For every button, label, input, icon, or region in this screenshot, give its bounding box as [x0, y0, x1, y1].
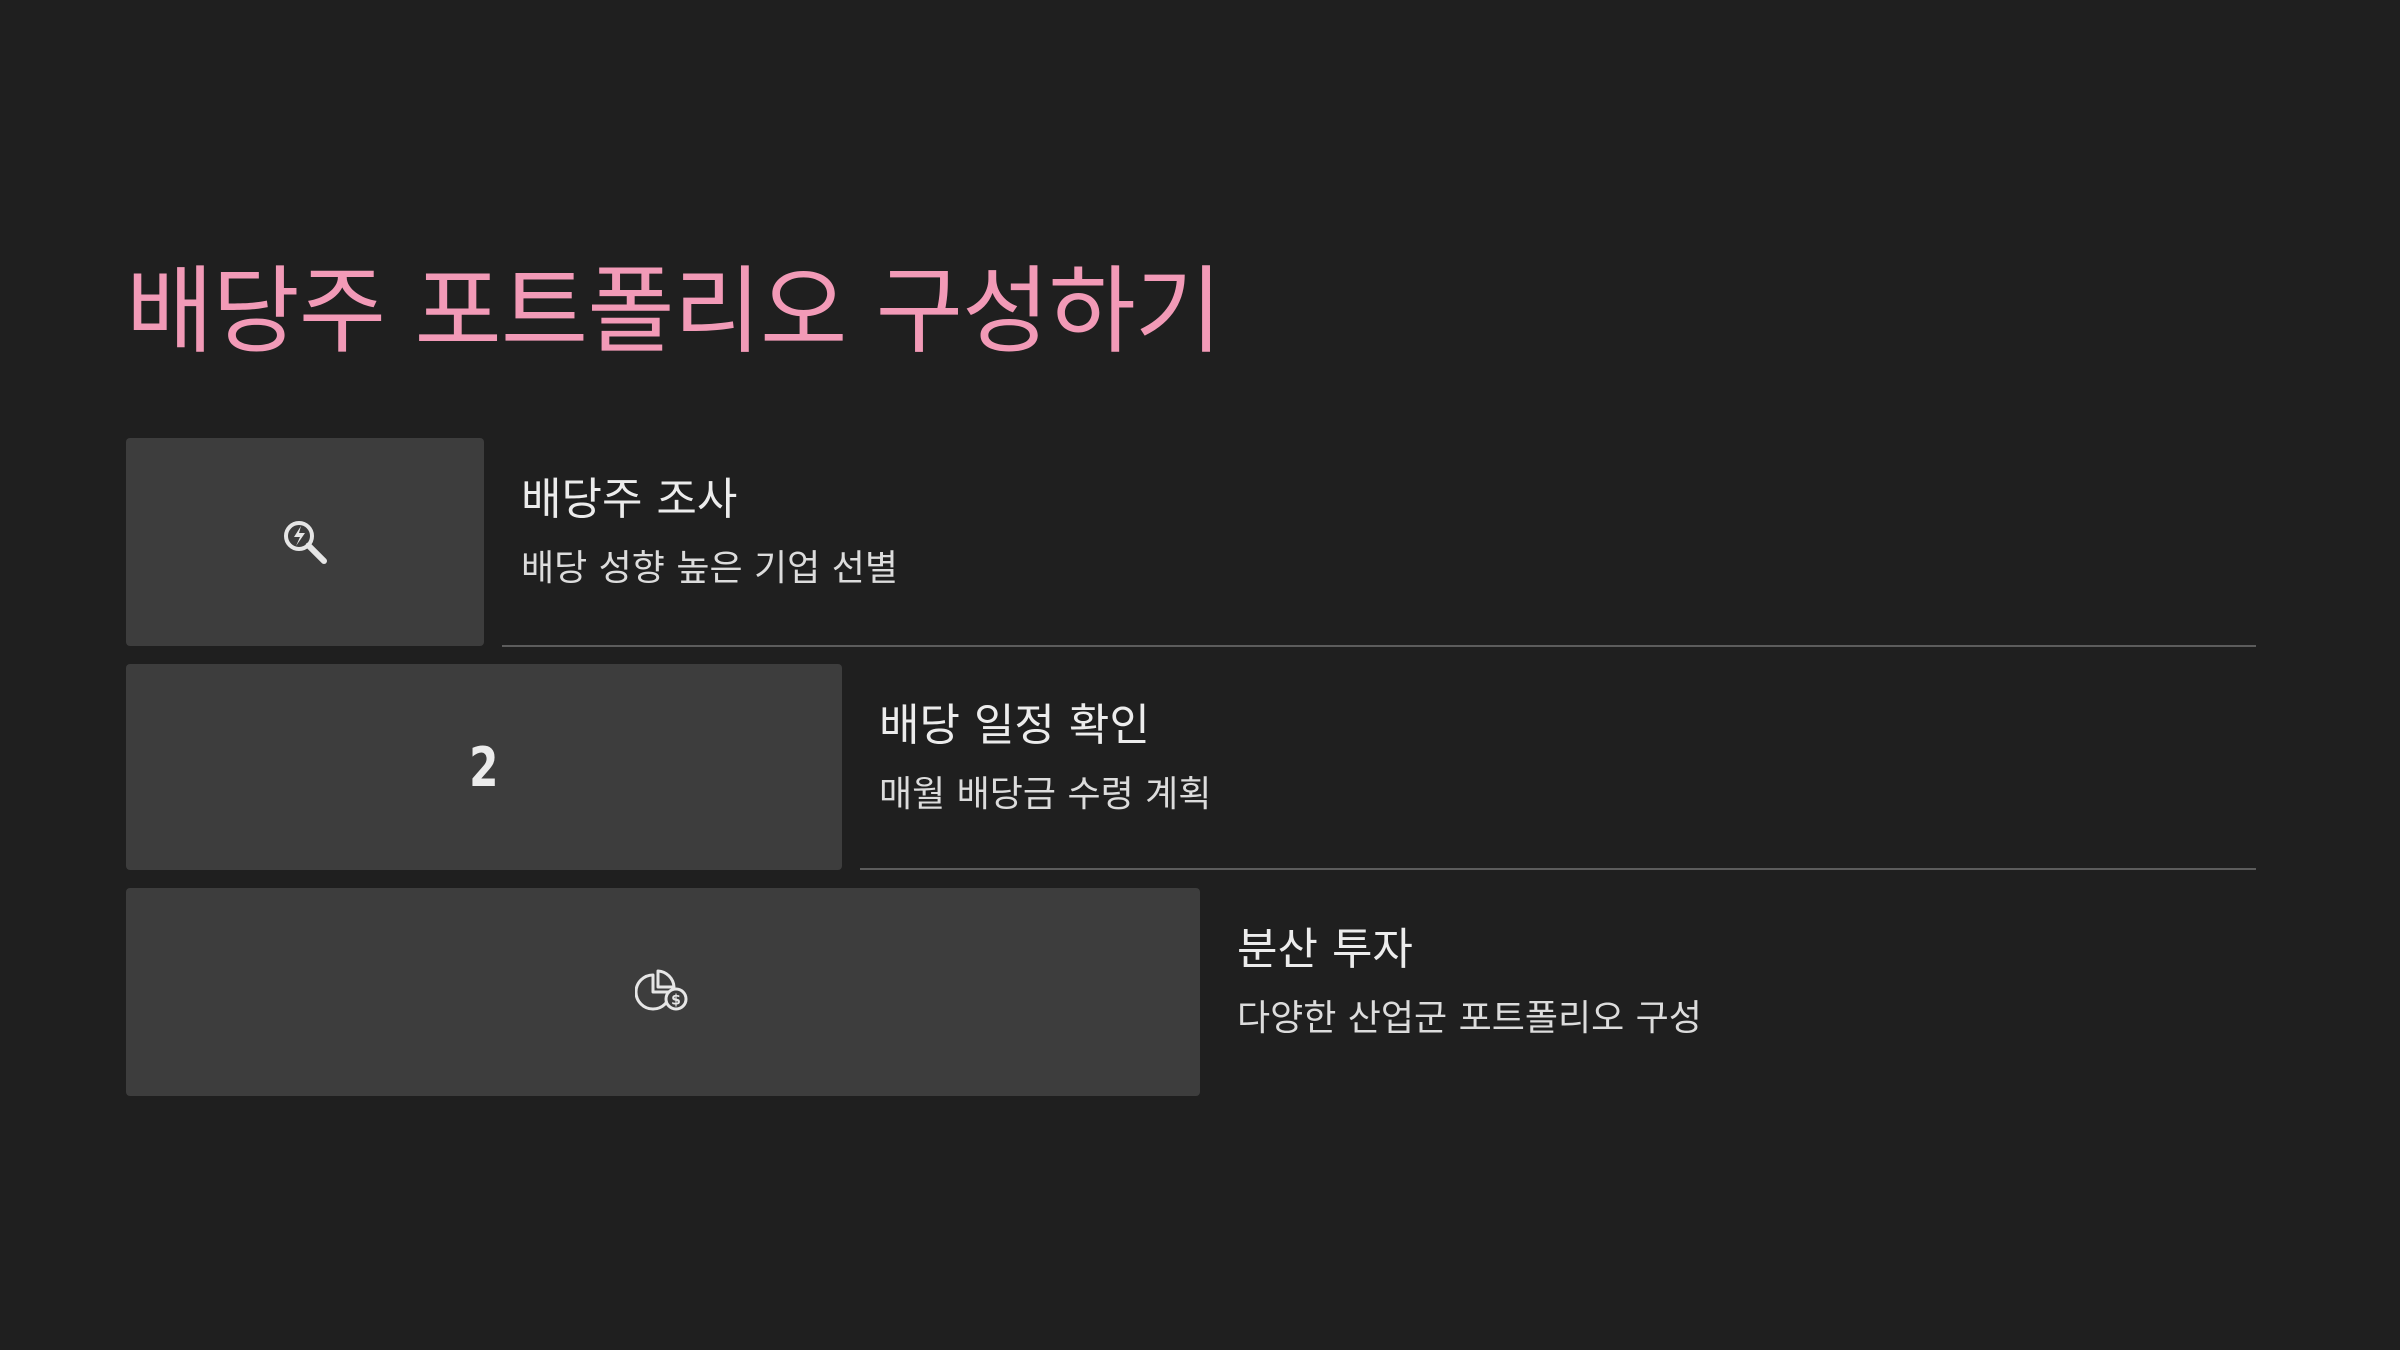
divider [860, 868, 2256, 870]
step-3: $ 분산 투자 다양한 산업군 포트폴리오 구성 [126, 888, 2256, 1096]
divider [502, 645, 2256, 647]
step-description: 배당 성향 높은 기업 선별 [521, 548, 898, 589]
search-icon [280, 517, 330, 567]
step-number: 2 [469, 735, 499, 799]
step-2-text: 배당 일정 확인 매월 배당금 수령 계획 [879, 698, 1211, 818]
pie-chart-dollar-icon: $ [635, 969, 691, 1015]
step-description: 매월 배당금 수령 계획 [879, 774, 1212, 815]
svg-text:$: $ [671, 993, 681, 1009]
step-1-box [126, 438, 484, 646]
step-3-box: $ [126, 888, 1200, 1096]
step-2-box: 2 [126, 664, 842, 870]
page-title: 배당주 포트폴리오 구성하기 [126, 257, 1222, 367]
step-1-text: 배당주 조사 배당 성향 높은 기업 선별 [521, 472, 898, 592]
step-heading: 분산 투자 [1237, 924, 1413, 975]
step-3-text: 분산 투자 다양한 산업군 포트폴리오 구성 [1237, 922, 1702, 1042]
step-2: 2 배당 일정 확인 매월 배당금 수령 계획 [126, 664, 2256, 870]
step-1: 배당주 조사 배당 성향 높은 기업 선별 [126, 438, 2256, 648]
step-heading: 배당 일정 확인 [879, 700, 1150, 751]
step-description: 다양한 산업군 포트폴리오 구성 [1237, 998, 1702, 1039]
step-heading: 배당주 조사 [521, 474, 738, 525]
